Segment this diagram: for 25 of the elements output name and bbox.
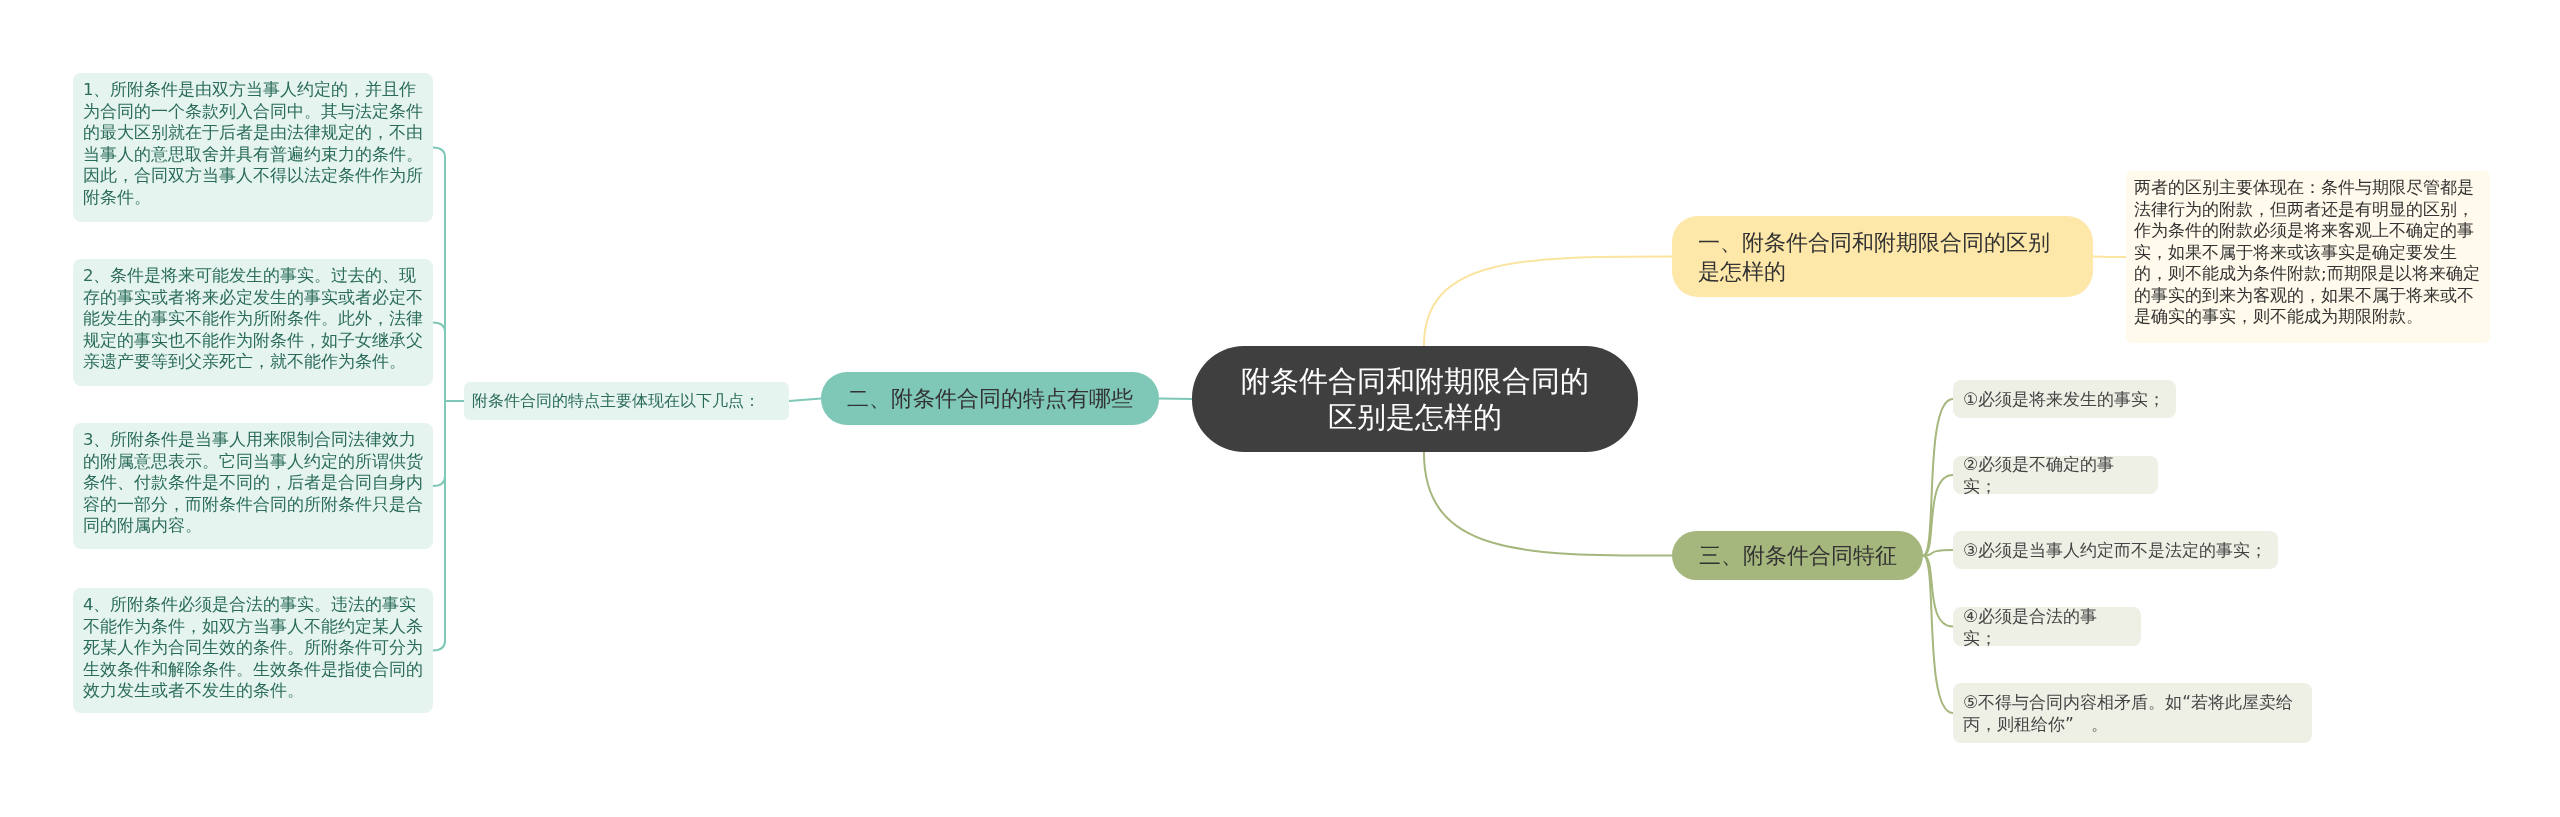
connector-line [1922,554,1954,628]
list-item-box: ①必须是将来发生的事实； [1953,380,2176,418]
text-box: 1、所附条件是由双方当事人约定的，并且作为合同的一个条款列入合同中。其与法定条件的最大区别就在于后者是由法律规定的，不由当事人的意思取舍并具有普遍约束力的条件。因此，合同双方当事人不得以法定条件作为所附条件。 [73,73,433,222]
text-box: 2、条件是将来可能发生的事实。过去的、现存的事实或者将来必定发生的事实或者必定不能发生的事实不能作为所附条件。此外，法律规定的事实也不能作为附条件，如子女继承父亲遗产要等到父亲死亡，就不能作为条件。 [73,259,433,386]
list-item-box: ④必须是合法的事实； [1953,607,2141,646]
connector-line [2092,255,2127,258]
connector-line [1922,549,1954,557]
subtopic-box: 附条件合同的特点主要体现在以下几点： [464,382,789,420]
connector-line [1922,554,1954,714]
connector-line [1158,397,1193,400]
text-box: 4、所附条件必须是合法的事实。违法的事实不能作为条件，如双方当事人不能约定某人杀死某人作为合同生效的条件。所附条件可分为生效条件和解除条件。生效条件是指使合同的效力发生或者不发生的条件。 [73,588,433,713]
connector-line [432,400,465,652]
topic-box: 二、附条件合同的特点有哪些 [821,372,1159,425]
central-topic: 附条件合同和附期限合同的区别是怎样的 [1192,346,1638,452]
list-item-box: ②必须是不确定的事实； [1953,456,2158,494]
list-item-box: ③必须是当事人约定而不是法定的事实； [1953,531,2278,569]
note-box: 两者的区别主要体现在：条件与期限尽管都是法律行为的附款，但两者还是有明显的区别，作为条件的附款必须是将来客观上不确定的事实，如果不属于将来或该事实是确定要发生的，则不能成为条件附款;而期限是以将来确定的事实的到来为客观的，如果不属于将来或不是确实的事实，则不能成为期限附款。 [2126,171,2490,343]
connector-line [788,397,822,402]
text-box: 3、所附条件是当事人用来限制合同法律效力的附属意思表示。它同当事人约定的所谓供货条件、付款条件是不同的，后者是合同自身内容的一部分，而附条件合同的所附条件只是合同的附属内容。 [73,423,433,549]
connector-line [1922,474,1954,557]
connector-line [1422,451,1673,557]
topic-box: 三、附条件合同特征 [1672,531,1923,580]
connector-line [1422,255,1673,347]
topic-box: 一、附条件合同和附期限合同的区别是怎样的 [1672,216,2093,297]
list-item-box: ⑤不得与合同内容相矛盾。如“若将此屋卖给丙，则租给你” 。 [1953,683,2312,743]
